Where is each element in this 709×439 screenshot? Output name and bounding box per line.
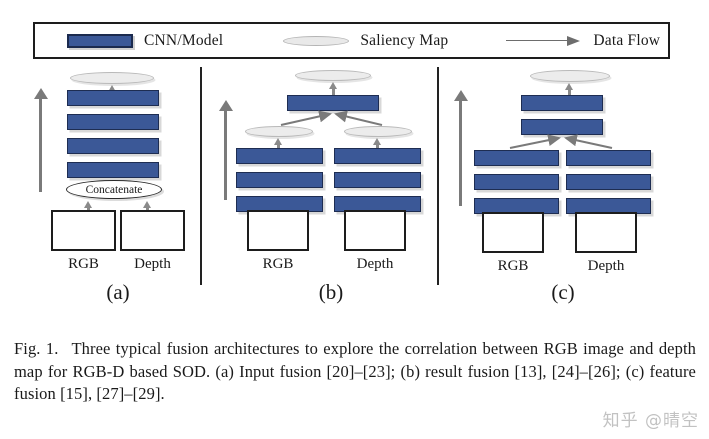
panel-b-arrow-to-final-saliency-icon — [329, 82, 338, 95]
panel-a-cnn-layer-2 — [67, 138, 159, 154]
panel-b-depth-cnn-layer-3 — [334, 148, 421, 164]
panel-a-depth-input-box — [120, 210, 185, 251]
panel-b-depth-saliency-map — [344, 126, 412, 137]
fusion-architectures-diagram: Concatenate RGB Depth (a) RGB Depth ( — [0, 62, 709, 312]
panel-b-fusion-arrow-left — [280, 110, 332, 126]
data-flow-arrow-icon — [506, 35, 582, 47]
panel-c-arrow-to-saliency-icon — [565, 83, 574, 96]
panel-c-fusion-arrow-right — [564, 134, 613, 149]
panel-c-rgb-label: RGB — [497, 258, 529, 274]
cnn-model-swatch-icon — [67, 33, 133, 48]
panel-c-saliency-map — [530, 70, 610, 82]
panel-a-rgb-label: RGB — [68, 256, 99, 272]
panel-a-saliency-map — [70, 72, 154, 84]
figure-caption: Fig. 1.Three typical fusion architecture… — [14, 338, 696, 406]
panel-b-caption-label: (b) — [318, 280, 344, 304]
panel-b-depth-arrow-icon — [219, 100, 233, 200]
legend-label-data-flow: Data Flow — [593, 31, 661, 49]
panel-b-arrow-depth-stream-to-saliency-icon — [373, 138, 382, 151]
panel-a-depth-arrow-icon — [34, 88, 48, 192]
panel-a-rgb-input-box — [51, 210, 116, 251]
legend-item-cnn-model: CNN/Model — [67, 32, 223, 50]
panel-c-depth-input-box — [575, 212, 637, 253]
panel-b-depth-label: Depth — [356, 256, 394, 272]
legend-box: CNN/Model Saliency Map Data Flow — [33, 22, 670, 59]
legend-item-saliency-map: Saliency Map — [283, 32, 448, 50]
saliency-map-swatch-icon — [283, 35, 350, 46]
panel-c-fusion-layer-1 — [521, 119, 603, 135]
panel-a-cnn-layer-4 — [67, 90, 159, 106]
panel-c-depth-cnn-layer-2 — [566, 174, 651, 190]
panel-b-rgb-label: RGB — [262, 256, 294, 272]
panel-b-rgb-cnn-layer-2 — [236, 172, 323, 188]
panel-c-caption-label: (c) — [551, 280, 575, 304]
panel-b-depth-input-box — [344, 210, 406, 251]
figure-caption-text: Three typical fusion architectures to ex… — [14, 339, 696, 403]
panel-a-concatenate-node: Concatenate — [66, 180, 162, 199]
panel-separator-1 — [200, 67, 202, 285]
watermark-text: 知乎 @晴空 — [602, 411, 699, 431]
panel-b-rgb-cnn-layer-3 — [236, 148, 323, 164]
panel-c-rgb-input-box — [482, 212, 544, 253]
panel-c-depth-cnn-layer-3 — [566, 150, 651, 166]
panel-a-caption-label: (a) — [106, 280, 130, 304]
panel-b-final-saliency-map — [295, 70, 371, 81]
legend-label-saliency-map: Saliency Map — [360, 31, 449, 49]
panel-c-rgb-cnn-layer-3 — [474, 150, 559, 166]
figure-number: Fig. 1. — [14, 339, 59, 358]
legend-item-data-flow: Data Flow — [506, 32, 660, 50]
panel-a-depth-label: Depth — [134, 256, 171, 272]
panel-b-fusion-layer — [287, 95, 379, 111]
panel-c-rgb-cnn-layer-2 — [474, 174, 559, 190]
panel-b-arrow-rgb-stream-to-saliency-icon — [274, 138, 283, 151]
panel-a-concatenate-label: Concatenate — [85, 183, 143, 196]
panel-b-rgb-saliency-map — [245, 126, 313, 137]
panel-c-depth-label: Depth — [587, 258, 625, 274]
panel-b-fusion-arrow-right — [334, 110, 383, 126]
panel-a-cnn-layer-1 — [67, 162, 159, 178]
panel-c-fusion-arrow-left — [509, 134, 561, 149]
panel-c-fusion-layer-2 — [521, 95, 603, 111]
panel-c-depth-arrow-icon — [454, 90, 468, 206]
panel-b-depth-cnn-layer-2 — [334, 172, 421, 188]
legend-label-cnn-model: CNN/Model — [144, 31, 224, 49]
panel-separator-2 — [437, 67, 439, 285]
panel-a-cnn-layer-3 — [67, 114, 159, 130]
panel-b-rgb-input-box — [247, 210, 309, 251]
